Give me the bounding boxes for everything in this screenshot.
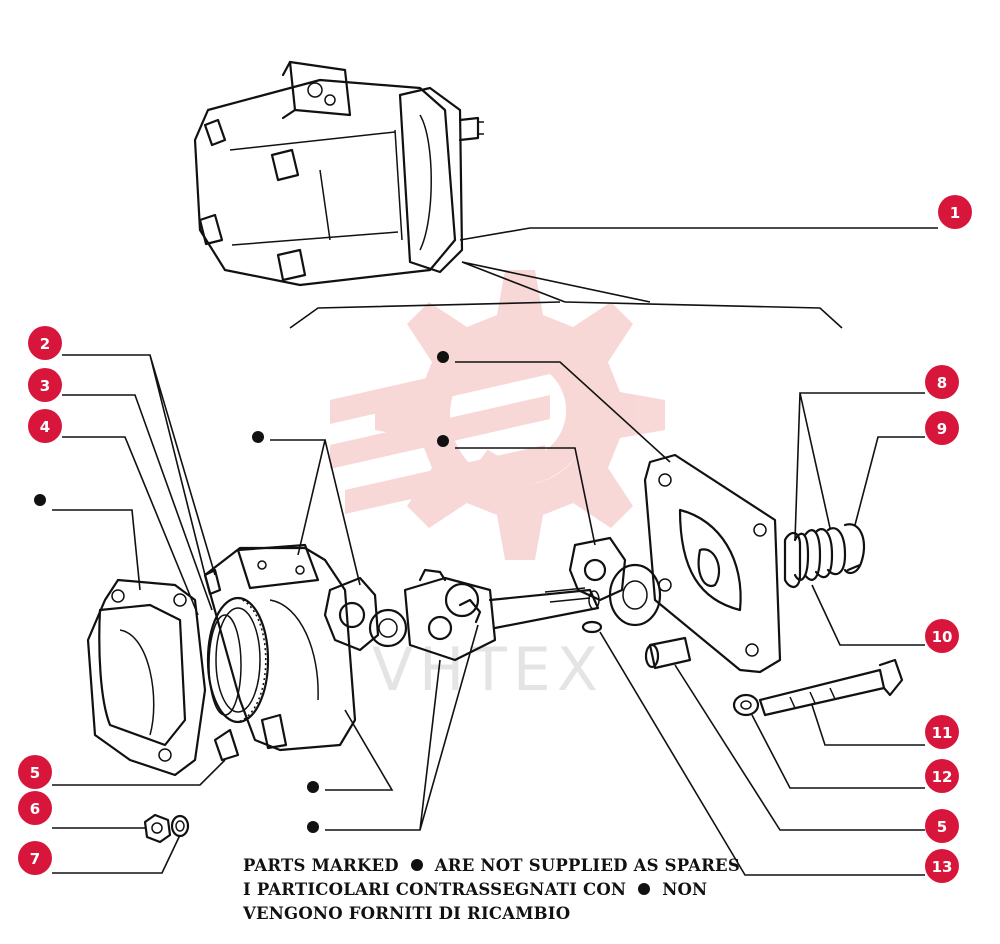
watermark-stripes <box>330 350 550 514</box>
leader-dot-flange <box>455 361 671 463</box>
svg-text:12: 12 <box>932 768 953 786</box>
svg-text:6: 6 <box>30 800 40 818</box>
leader-4 <box>62 436 199 616</box>
dowel-pin <box>644 636 692 670</box>
watermark-text: VHTEX <box>372 635 604 705</box>
svg-text:11: 11 <box>932 724 953 742</box>
note-dot-icon <box>410 859 423 871</box>
note-line-2: I PARTICOLARI CONTRASSEGNATI CON NON <box>243 880 707 899</box>
note-line-3-text: VENGONO FORNITI DI RICAMBIO <box>243 904 571 923</box>
marker-dot-body <box>252 431 264 443</box>
note-line-2-before: I PARTICOLARI CONTRASSEGNATI CON <box>243 880 627 899</box>
leader-11 <box>811 704 925 746</box>
leader-dot-lower <box>325 709 394 791</box>
gasket-ring <box>206 596 270 724</box>
callout-5b[interactable]: 5 <box>925 809 959 843</box>
assembled-pump <box>193 60 484 287</box>
svg-text:5: 5 <box>937 818 947 836</box>
svg-text:9: 9 <box>937 420 947 438</box>
leader-dot-bushing <box>455 447 596 546</box>
svg-text:7: 7 <box>30 850 40 868</box>
nut-washer <box>143 813 190 844</box>
leader-dot-body <box>270 439 361 586</box>
svg-text:1: 1 <box>950 204 960 222</box>
marker-dot-cover <box>34 494 46 506</box>
svg-text:10: 10 <box>932 628 953 646</box>
small-oring <box>581 620 603 634</box>
bracket-right <box>564 301 843 329</box>
callout-12[interactable]: 12 <box>925 759 959 793</box>
leader-3 <box>62 394 213 611</box>
note-line-2-after: NON <box>662 880 708 899</box>
svg-text:13: 13 <box>932 858 953 876</box>
bushing-right <box>568 536 662 627</box>
callout-1[interactable]: 1 <box>938 195 972 229</box>
leader-13 <box>599 631 925 876</box>
marker-dot-gears <box>307 821 319 833</box>
note-line-1-before: PARTS MARKED <box>243 856 399 875</box>
leader-8 <box>794 392 925 541</box>
svg-text:4: 4 <box>40 418 50 436</box>
bolt <box>732 658 904 717</box>
marker-dot-bushing <box>437 435 449 447</box>
callout-2[interactable]: 2 <box>28 326 62 360</box>
bracket-left <box>289 301 561 329</box>
note-dot-icon <box>638 883 651 895</box>
bracket-stem <box>461 261 651 303</box>
leader-9 <box>854 436 925 526</box>
callout-7[interactable]: 7 <box>18 841 52 875</box>
svg-text:8: 8 <box>937 374 947 392</box>
callout-10[interactable]: 10 <box>925 619 959 653</box>
marker-dot-lower <box>307 781 319 793</box>
callout-9[interactable]: 9 <box>925 411 959 445</box>
callout-4[interactable]: 4 <box>28 409 62 443</box>
leader-1 <box>459 227 938 241</box>
callout-5a[interactable]: 5 <box>18 755 52 789</box>
callout-6[interactable]: 6 <box>18 791 52 825</box>
note-line-1-after: ARE NOT SUPPLIED AS SPARES <box>434 856 740 875</box>
marker-dot-flange <box>437 351 449 363</box>
svg-text:3: 3 <box>40 377 50 395</box>
svg-text:5: 5 <box>30 764 40 782</box>
leader-5a <box>52 759 226 786</box>
gear-shaft-assembly <box>403 568 600 662</box>
watermark-logo: VHTEX <box>330 270 665 705</box>
front-flange <box>643 453 782 674</box>
callout-13[interactable]: 13 <box>925 849 959 883</box>
note-line-3: VENGONO FORNITI DI RICAMBIO <box>243 904 570 923</box>
leader-2 <box>62 354 216 576</box>
rear-cover <box>86 578 207 777</box>
bushing-left <box>323 576 408 652</box>
svg-text:2: 2 <box>40 335 50 353</box>
leader-dot-cover <box>52 509 141 591</box>
note-line-1: PARTS MARKED ARE NOT SUPPLIED AS SPARES <box>243 856 740 875</box>
leader-5b <box>674 664 925 831</box>
callout-11[interactable]: 11 <box>925 715 959 749</box>
leader-dot-gears <box>325 624 479 831</box>
pump-body <box>203 543 357 762</box>
leader-7 <box>52 834 181 874</box>
callout-8[interactable]: 8 <box>925 365 959 399</box>
callout-3[interactable]: 3 <box>28 368 62 402</box>
spring-assembly <box>783 523 866 588</box>
leader-10 <box>811 584 925 646</box>
leader-12 <box>751 714 925 789</box>
